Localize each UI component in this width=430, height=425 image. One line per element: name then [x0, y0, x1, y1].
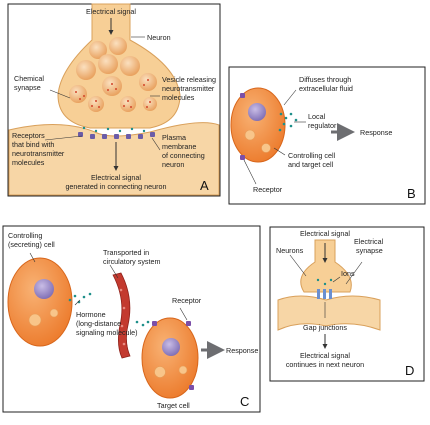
leaders-c	[29, 252, 188, 321]
lower-neuron-d	[277, 295, 381, 331]
upper-neuron-d	[300, 239, 352, 293]
panel-b-tag: B	[407, 186, 416, 201]
label-neuron: Neuron	[147, 33, 171, 42]
leaders-b	[243, 89, 306, 185]
label-receptors-3: neurotransmitter	[12, 149, 65, 158]
leaders-a	[44, 36, 161, 151]
vesicles	[69, 37, 157, 112]
label-response-c: Response	[226, 346, 258, 355]
nucleus-c2	[162, 338, 180, 356]
hormone-dots-2	[135, 320, 150, 327]
organelles-c2	[154, 365, 188, 378]
ions-dots	[316, 278, 333, 286]
label-receptors-2: that bind with	[12, 140, 54, 149]
nucleus-c1	[34, 279, 54, 299]
local-regulator-dots	[278, 112, 298, 132]
receptors-a	[78, 132, 155, 139]
label-receptor-c: Receptor	[172, 296, 202, 305]
label-plasma-4: neuron	[162, 160, 184, 169]
label-neurons: Neurons	[276, 246, 304, 255]
panel-b: Diffuses through extracellular fluid Loc…	[228, 66, 426, 205]
organelles-b	[244, 129, 271, 153]
neurotransmitter-dots	[75, 79, 151, 108]
label-controlling-b-1: Controlling cell	[288, 151, 336, 160]
panel-c: Controlling (secreting) cell Transported…	[2, 225, 261, 413]
label-elec-syn-2: synapse	[356, 246, 383, 255]
label-continues-1: Electrical signal	[300, 351, 350, 360]
label-vesicle-3: molecules	[162, 93, 195, 102]
label-controlling-c-2: (secreting) cell	[8, 240, 55, 249]
receptors-b	[240, 93, 245, 160]
label-generated-1: Electrical signal	[91, 173, 141, 182]
label-target-cell: Target cell	[157, 401, 190, 410]
label-generated-2: generated in connecting neuron	[65, 182, 166, 191]
panel-c-tag: C	[240, 394, 249, 409]
label-vesicle-1: Vesicle releasing	[162, 75, 216, 84]
label-response-b: Response	[360, 128, 392, 137]
label-local-1: Local	[308, 112, 326, 121]
label-controlling-c-1: Controlling	[8, 231, 42, 240]
label-plasma-3: of connecting	[162, 151, 205, 160]
leaders-d	[289, 254, 363, 318]
label-electrical-signal: Electrical signal	[86, 7, 136, 16]
label-receptors-1: Receptors	[12, 131, 45, 140]
label-plasma-2: membrane	[162, 142, 196, 151]
label-electrical-signal-d: Electrical signal	[300, 229, 350, 238]
label-transported-1: Transported in	[103, 248, 149, 257]
label-local-2: regulator	[308, 121, 337, 130]
label-chemical-synapse-1: Chemical	[14, 74, 44, 83]
blood-vessel	[112, 272, 131, 359]
label-elec-syn-1: Electrical	[354, 237, 384, 246]
label-ions: Ions	[341, 269, 355, 278]
cleft-molecules	[82, 126, 146, 133]
target-cell-c	[141, 317, 199, 399]
hormone-dots-1	[68, 292, 92, 304]
panel-a-tag: A	[200, 178, 209, 193]
label-receptors-4: molecules	[12, 158, 45, 167]
label-gap-junctions: Gap junctions	[303, 323, 347, 332]
label-plasma-1: Plasma	[162, 133, 186, 142]
gap-junction-channels	[317, 289, 332, 299]
label-hormone-2: (long-distance	[76, 319, 121, 328]
controlling-cell-c	[7, 257, 73, 347]
label-receptor-b: Receptor	[253, 185, 283, 194]
nucleus-b	[248, 103, 266, 121]
blood-cells	[119, 288, 126, 346]
label-diffuses-2: extracellular fluid	[299, 84, 353, 93]
label-diffuses-1: Diffuses through	[299, 75, 351, 84]
connecting-neuron	[8, 122, 220, 196]
label-chemical-synapse-2: synapse	[14, 83, 41, 92]
cell-b	[230, 87, 286, 163]
receptors-c	[152, 321, 194, 390]
axon-terminal	[57, 3, 181, 129]
label-transported-2: circulatory system	[103, 257, 161, 266]
panel-a: Electrical signal Neuron Chemical synaps…	[7, 3, 221, 197]
label-continues-2: continues in next neuron	[286, 360, 364, 369]
panel-d: Electrical signal Neurons Electrical syn…	[269, 226, 425, 382]
label-hormone-1: Hormone	[76, 310, 106, 319]
organelles-c1	[28, 308, 59, 327]
label-vesicle-2: neurotransmitter	[162, 84, 215, 93]
label-controlling-b-2: and target cell	[288, 160, 334, 169]
label-hormone-3: signaling molecule)	[76, 328, 138, 337]
panel-d-tag: D	[405, 363, 414, 378]
